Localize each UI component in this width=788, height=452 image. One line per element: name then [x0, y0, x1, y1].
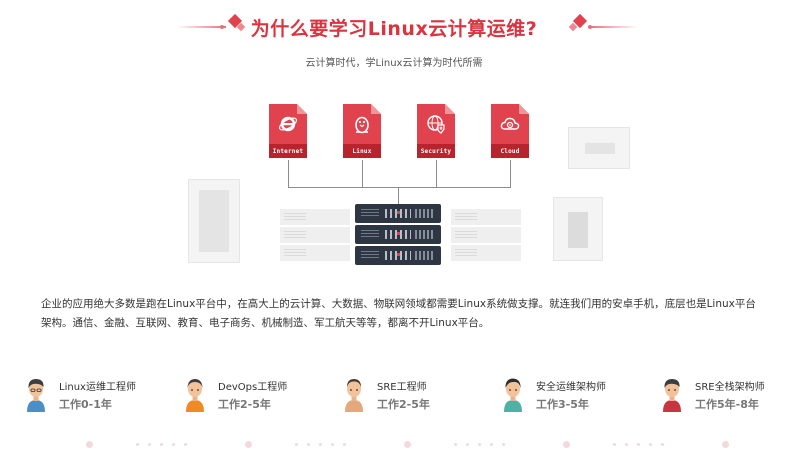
tag-cloud: Cloud — [491, 104, 529, 158]
job-title: DevOps工程师 — [218, 382, 288, 393]
security-globe-icon — [426, 114, 446, 134]
background-rack — [451, 245, 521, 261]
job-card: 安全运维架构师 工作3-5年 — [502, 376, 652, 416]
avatar-icon — [343, 376, 365, 412]
job-title: SRE工程师 — [377, 382, 427, 393]
background-rack — [280, 209, 350, 225]
connector-line — [436, 160, 437, 187]
section-subtitle: 云计算时代，学Linux云计算为时代所需 — [305, 58, 483, 69]
job-title: SRE全栈架构师 — [695, 382, 765, 393]
job-card: DevOps工程师 工作2-5年 — [184, 376, 334, 416]
job-card: SRE工程师 工作2-5年 — [343, 376, 493, 416]
connector-line — [288, 187, 511, 188]
cloud-gear-icon — [500, 114, 520, 134]
section-title: 为什么要学习Linux云计算运维? — [250, 18, 538, 40]
server-rack-icon — [355, 225, 441, 244]
background-rack — [451, 227, 521, 243]
section-header: 为什么要学习Linux云计算运维? — [0, 10, 788, 44]
connector-line — [362, 160, 363, 187]
job-card: SRE全栈架构师 工作5年-8年 — [661, 376, 788, 416]
tag-linux: Linux — [343, 104, 381, 158]
avatar-icon — [184, 376, 206, 412]
decoration-dot — [220, 25, 224, 29]
background-rack — [280, 245, 350, 261]
tag-label: Linux — [352, 148, 372, 155]
job-experience: 工作2-5年 — [377, 398, 430, 411]
background-panel — [188, 179, 240, 263]
avatar-icon — [502, 376, 524, 412]
linux-penguin-icon — [352, 114, 372, 134]
job-experience: 工作3-5年 — [536, 398, 589, 411]
internet-explorer-icon — [278, 114, 298, 134]
background-panel — [553, 197, 603, 261]
server-rack-icon — [355, 204, 441, 223]
footer-decoration — [0, 441, 788, 449]
connector-line — [510, 160, 511, 187]
tag-label: Cloud — [500, 148, 520, 155]
title-decoration-right — [590, 26, 638, 28]
tag-label: Security — [420, 148, 452, 155]
job-experience: 工作5年-8年 — [695, 398, 759, 411]
background-rack — [451, 209, 521, 225]
background-rack — [280, 227, 350, 243]
title-decoration-left — [176, 26, 226, 28]
job-title: Linux运维工程师 — [59, 382, 136, 393]
tag-label: Internet — [272, 148, 304, 155]
job-title: 安全运维架构师 — [536, 382, 606, 393]
job-card: Linux运维工程师 工作0-1年 — [25, 376, 175, 416]
background-panel — [568, 127, 630, 169]
avatar-icon — [661, 376, 683, 412]
tag-internet: Internet — [269, 104, 307, 158]
tag-security: Security — [417, 104, 455, 158]
avatar-icon — [25, 376, 47, 412]
job-experience: 工作2-5年 — [218, 398, 271, 411]
server-rack-icon — [355, 246, 441, 265]
description-paragraph: 企业的应用绝大多数是跑在Linux平台中，在高大上的云计算、大数据、物联网领域都… — [41, 298, 756, 329]
job-experience: 工作0-1年 — [59, 398, 112, 411]
connector-line — [288, 160, 289, 187]
connector-line — [398, 187, 399, 204]
